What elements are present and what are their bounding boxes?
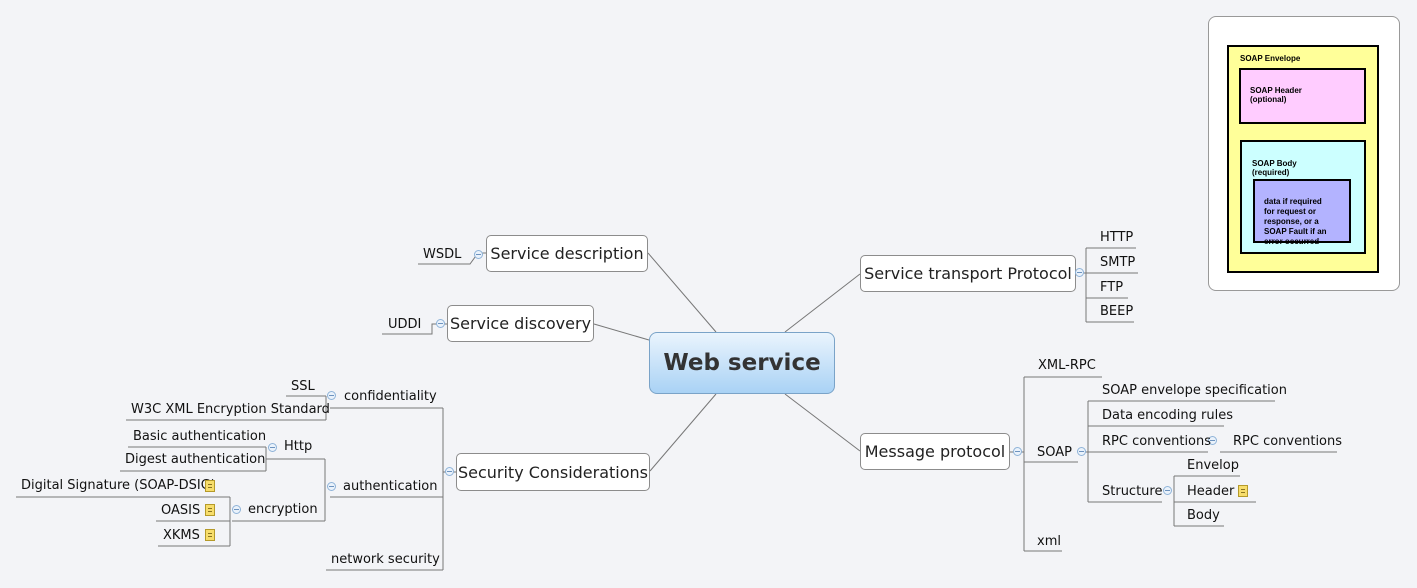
soap-data-label: data if required for request or response…: [1264, 197, 1327, 246]
collapse-toggle-icon[interactable]: [1208, 436, 1217, 445]
collapse-toggle-icon[interactable]: [327, 482, 336, 491]
subtopic-ssl[interactable]: SSL: [291, 379, 315, 394]
soap-data-box: data if required for request or response…: [1253, 179, 1351, 246]
topic-security-considerations[interactable]: Security Considerations: [456, 453, 650, 491]
subtopic-wsdl[interactable]: WSDL: [423, 247, 462, 262]
note-icon[interactable]: [205, 529, 215, 541]
note-icon[interactable]: [205, 480, 215, 492]
subtopic-xml[interactable]: xml: [1037, 534, 1061, 549]
subtopic-body[interactable]: Body: [1187, 508, 1220, 523]
subtopic-network-security[interactable]: network security: [331, 552, 440, 567]
collapse-toggle-icon[interactable]: [474, 250, 483, 259]
subtopic-oasis[interactable]: OASIS: [161, 503, 201, 518]
soap-envelope-image-panel[interactable]: SOAP Envelope SOAP Header (optional) SOA…: [1208, 16, 1400, 291]
subtopic-smtp[interactable]: SMTP: [1100, 255, 1136, 270]
subtopic-structure[interactable]: Structure: [1102, 484, 1163, 499]
collapse-toggle-icon[interactable]: [232, 505, 241, 514]
subtopic-data-encoding-rules[interactable]: Data encoding rules: [1102, 408, 1233, 423]
subtopic-http[interactable]: Http: [284, 439, 313, 454]
note-icon[interactable]: [1238, 485, 1248, 497]
soap-header-label: SOAP Header (optional): [1250, 86, 1302, 104]
subtopic-authentication[interactable]: authentication: [343, 479, 438, 494]
subtopic-confidentiality[interactable]: confidentiality: [344, 389, 437, 404]
subtopic-ftp[interactable]: FTP: [1100, 280, 1124, 295]
note-icon[interactable]: [205, 504, 215, 516]
subtopic-header[interactable]: Header: [1187, 484, 1235, 499]
collapse-toggle-icon[interactable]: [1163, 486, 1172, 495]
collapse-toggle-icon[interactable]: [1075, 268, 1084, 277]
subtopic-digest-authentication[interactable]: Digest authentication: [125, 452, 266, 467]
subtopic-soap[interactable]: SOAP: [1037, 445, 1072, 460]
collapse-toggle-icon[interactable]: [268, 443, 277, 452]
subtopic-encryption[interactable]: encryption: [248, 502, 318, 517]
soap-header-box: SOAP Header (optional): [1239, 68, 1366, 124]
subtopic-soap-envelope-spec[interactable]: SOAP envelope specification: [1102, 383, 1287, 398]
subtopic-uddi[interactable]: UDDI: [388, 317, 422, 332]
subtopic-rpc-conventions-child[interactable]: RPC conventions: [1233, 434, 1343, 449]
subtopic-xkms[interactable]: XKMS: [163, 528, 200, 543]
soap-envelope-label: SOAP Envelope: [1240, 54, 1301, 63]
topic-service-transport-protocol[interactable]: Service transport Protocol: [860, 255, 1076, 292]
collapse-toggle-icon[interactable]: [436, 319, 445, 328]
subtopic-digital-signature[interactable]: Digital Signature (SOAP-DSIG): [21, 478, 216, 493]
subtopic-http-transport[interactable]: HTTP: [1100, 230, 1134, 245]
subtopic-rpc-conventions[interactable]: RPC conventions: [1102, 434, 1212, 449]
collapse-toggle-icon[interactable]: [1013, 447, 1022, 456]
topic-message-protocol[interactable]: Message protocol: [860, 433, 1010, 470]
collapse-toggle-icon[interactable]: [445, 467, 454, 476]
central-topic[interactable]: Web service: [649, 332, 835, 394]
subtopic-w3c-xml-encryption[interactable]: W3C XML Encryption Standard: [131, 402, 330, 417]
soap-body-label: SOAP Body (required): [1252, 159, 1297, 177]
subtopic-xml-rpc[interactable]: XML-RPC: [1038, 358, 1096, 373]
subtopic-envelop[interactable]: Envelop: [1187, 458, 1239, 473]
subtopic-basic-authentication[interactable]: Basic authentication: [133, 429, 267, 444]
topic-service-discovery[interactable]: Service discovery: [447, 305, 594, 342]
collapse-toggle-icon[interactable]: [327, 391, 336, 400]
subtopic-beep[interactable]: BEEP: [1100, 304, 1134, 319]
topic-service-description[interactable]: Service description: [486, 235, 648, 272]
collapse-toggle-icon[interactable]: [1077, 447, 1086, 456]
